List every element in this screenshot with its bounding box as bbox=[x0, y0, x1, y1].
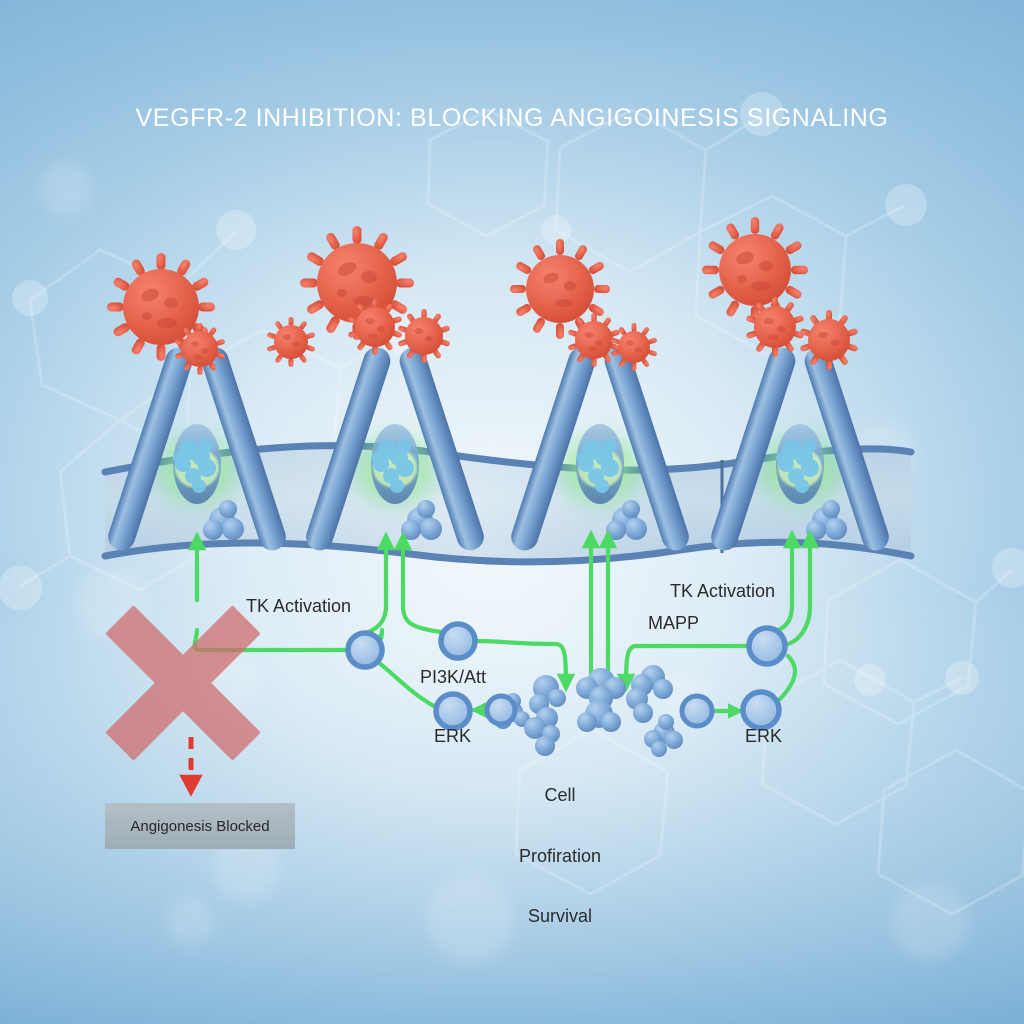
ligand-8 bbox=[568, 313, 620, 367]
ligand-10 bbox=[702, 217, 808, 323]
arrow-mapp-to-proliferation bbox=[616, 643, 750, 693]
angiogenesis-blocked-box: Angigonesis Blocked bbox=[105, 803, 295, 849]
ligand-3 bbox=[267, 317, 315, 367]
node-erk-right bbox=[740, 689, 782, 731]
page-title: VEGFR-2 INHIBITION: BLOCKING ANGIGOINESI… bbox=[135, 104, 889, 132]
block-x-icon bbox=[106, 606, 260, 760]
node-mapp bbox=[746, 625, 788, 667]
protein-blob-2 bbox=[524, 675, 566, 756]
label-erk-left: ERK bbox=[434, 726, 472, 746]
ligand-5 bbox=[348, 299, 402, 355]
angiogenesis-blocked-label: Angigonesis Blocked bbox=[130, 817, 270, 835]
ligand-11 bbox=[746, 297, 804, 357]
ligand-2 bbox=[175, 323, 225, 375]
node-tk-left bbox=[345, 630, 385, 670]
receptor-adaptor-blobs bbox=[203, 500, 847, 540]
protein-blob-5 bbox=[644, 714, 683, 757]
pathway-nodes bbox=[345, 621, 788, 731]
ligand-12 bbox=[800, 310, 858, 370]
label-cell-line-2: Profiration bbox=[518, 845, 602, 866]
label-tk-activation-right: TK Activation bbox=[670, 581, 776, 601]
node-erk-right-upstream bbox=[679, 693, 715, 729]
protein-blob-4 bbox=[626, 665, 673, 723]
ligand-7 bbox=[510, 239, 610, 339]
ligand-6 bbox=[398, 309, 450, 363]
path-erk-right-to-mapp bbox=[777, 653, 798, 702]
label-cell-line-1: Cell bbox=[544, 785, 576, 806]
path-node-pi3k-up bbox=[400, 603, 444, 635]
label-tk-activation-left: TK Activation bbox=[246, 596, 352, 616]
arrow-pi3k-to-proliferation bbox=[474, 638, 576, 693]
node-erk-left-upstream bbox=[484, 693, 518, 727]
receptor-group bbox=[104, 343, 893, 554]
node-erk-left bbox=[433, 691, 473, 731]
label-cell-line-3: Survival bbox=[527, 906, 593, 927]
label-cell-proliferation-survival: Cell Profiration Survival bbox=[519, 745, 601, 967]
path-tk-left-to-erk-left bbox=[375, 659, 437, 709]
path-mapp-up-b bbox=[785, 603, 813, 647]
label-pi3k-att: PI3K/Att bbox=[420, 667, 487, 687]
node-pi3k bbox=[438, 621, 478, 661]
phosphorylation-clusters bbox=[173, 439, 819, 493]
protein-blob-3 bbox=[576, 668, 626, 732]
inhibition-block-group bbox=[106, 606, 260, 797]
label-erk-right: ERK bbox=[745, 726, 783, 746]
label-mapp: MAPP bbox=[648, 613, 700, 633]
ligand-9 bbox=[611, 323, 657, 371]
vegf-ligand-group bbox=[107, 217, 858, 375]
